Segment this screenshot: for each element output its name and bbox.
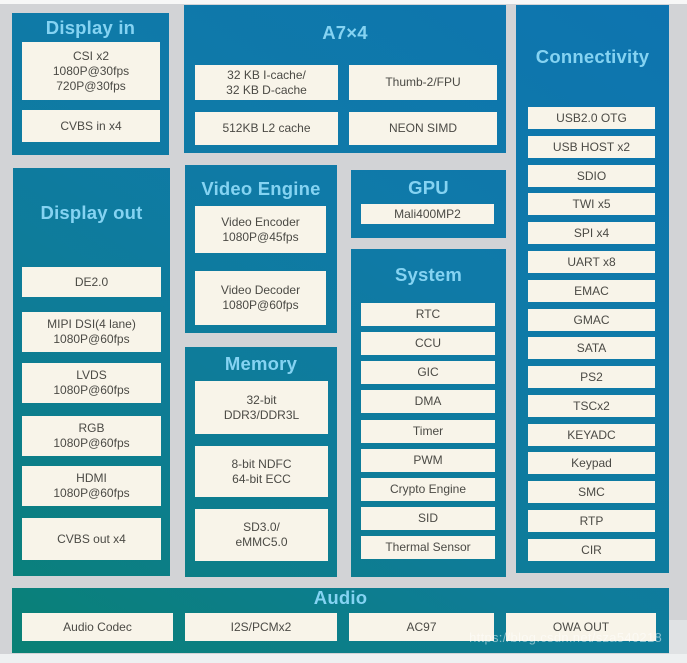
- connectivity-item: USB HOST x2: [528, 136, 655, 158]
- block-connectivity: Connectivity USB2.0 OTG USB HOST x2 SDIO…: [516, 5, 669, 573]
- connectivity-item: EMAC: [528, 280, 655, 302]
- block-audio: Audio Audio Codec I2S/PCMx2 AC97 OWA OUT: [12, 587, 669, 653]
- memory-ddr: 32-bit DDR3/DDR3L: [195, 381, 328, 434]
- watermark: https://blog.csdn.net/sza540218: [469, 630, 662, 645]
- a7-l2cache: 512KB L2 cache: [195, 112, 338, 145]
- connectivity-item: TSCx2: [528, 395, 655, 417]
- block-title: Audio: [313, 587, 368, 608]
- system-item: PWM: [361, 449, 495, 472]
- connectivity-item: SDIO: [528, 165, 655, 187]
- system-item: DMA: [361, 390, 495, 413]
- memory-ndfc: 8-bit NDFC 64-bit ECC: [195, 446, 328, 497]
- block-title: GPU: [408, 177, 449, 198]
- a7-neon: NEON SIMD: [349, 112, 497, 145]
- audio-i2s: I2S/PCMx2: [185, 613, 337, 641]
- connectivity-item: PS2: [528, 366, 655, 388]
- a7-thumb: Thumb-2/FPU: [349, 65, 497, 100]
- connectivity-item: UART x8: [528, 251, 655, 273]
- connectivity-item: RTP: [528, 510, 655, 532]
- bottom-light-strip: [0, 654, 687, 663]
- display-in-csi: CSI x2 1080P@30fps 720P@30fps: [22, 42, 160, 100]
- system-item: RTC: [361, 303, 495, 326]
- block-memory: Memory 32-bit DDR3/DDR3L 8-bit NDFC 64-b…: [185, 347, 337, 577]
- system-item: Timer: [361, 420, 495, 443]
- connectivity-item: GMAC: [528, 309, 655, 331]
- display-out-lvds: LVDS 1080P@60fps: [22, 363, 161, 403]
- block-a7x4: A7×4 32 KB I-cache/ 32 KB D-cache Thumb-…: [184, 5, 506, 153]
- top-white-strip: [0, 0, 687, 4]
- display-out-rgb: RGB 1080P@60fps: [22, 416, 161, 456]
- block-system: System RTC CCU GIC DMA Timer PWM Crypto …: [351, 249, 506, 577]
- system-item: Thermal Sensor: [361, 536, 495, 559]
- block-title: Connectivity: [535, 46, 650, 67]
- video-encoder: Video Encoder 1080P@45fps: [195, 206, 326, 253]
- system-item: Crypto Engine: [361, 478, 495, 501]
- connectivity-item: KEYADC: [528, 424, 655, 446]
- video-decoder: Video Decoder 1080P@60fps: [195, 271, 326, 325]
- block-display-in: Display in CSI x2 1080P@30fps 720P@30fps…: [12, 13, 169, 155]
- connectivity-item: SMC: [528, 481, 655, 503]
- system-item: SID: [361, 507, 495, 530]
- display-out-cvbs: CVBS out x4: [22, 518, 161, 560]
- display-out-hdmi: HDMI 1080P@60fps: [22, 466, 161, 506]
- connectivity-item: USB2.0 OTG: [528, 107, 655, 129]
- system-item: GIC: [361, 361, 495, 384]
- block-title: Display out: [40, 202, 143, 223]
- block-title: A7×4: [322, 22, 368, 43]
- bottom-right-margin: [669, 620, 687, 654]
- connectivity-item: Keypad: [528, 452, 655, 474]
- connectivity-item: SPI x4: [528, 222, 655, 244]
- audio-codec: Audio Codec: [22, 613, 173, 641]
- connectivity-item: SATA: [528, 337, 655, 359]
- connectivity-item: CIR: [528, 539, 655, 561]
- audio-ac97: AC97: [349, 613, 494, 641]
- block-title: Display in: [45, 17, 136, 38]
- display-out-de: DE2.0: [22, 267, 161, 297]
- display-out-mipi: MIPI DSI(4 lane) 1080P@60fps: [22, 312, 161, 352]
- block-title: Memory: [224, 353, 298, 374]
- audio-owa: OWA OUT: [506, 613, 656, 641]
- block-gpu: GPU Mali400MP2: [351, 170, 506, 238]
- a7-icache: 32 KB I-cache/ 32 KB D-cache: [195, 65, 338, 100]
- connectivity-item: TWI x5: [528, 193, 655, 215]
- block-video-engine: Video Engine Video Encoder 1080P@45fps V…: [185, 165, 337, 333]
- block-display-out: Display out DE2.0 MIPI DSI(4 lane) 1080P…: [13, 168, 170, 576]
- block-title: Video Engine: [201, 178, 321, 199]
- gpu-mali: Mali400MP2: [361, 204, 494, 224]
- memory-sd: SD3.0/ eMMC5.0: [195, 509, 328, 561]
- system-item: CCU: [361, 332, 495, 355]
- block-title: System: [394, 264, 463, 285]
- display-in-cvbs: CVBS in x4: [22, 110, 160, 142]
